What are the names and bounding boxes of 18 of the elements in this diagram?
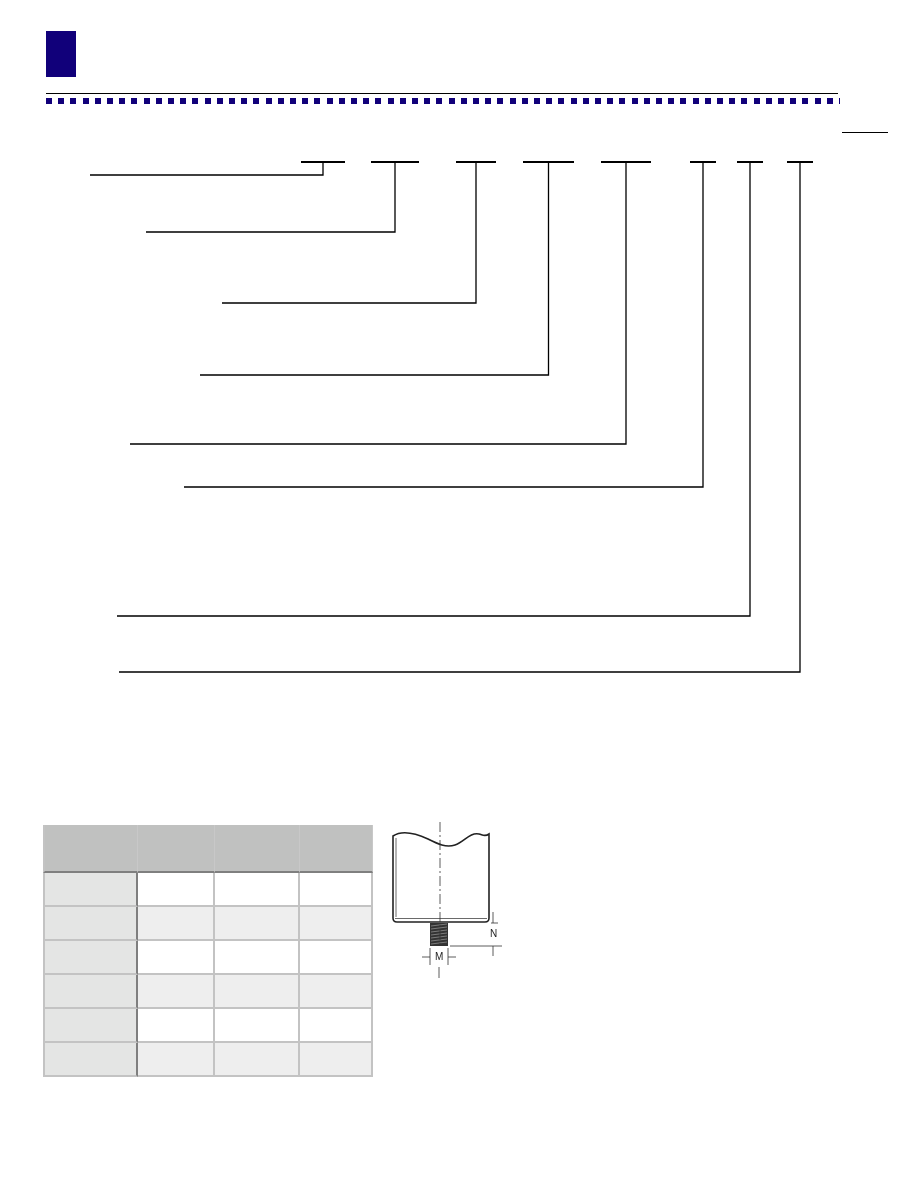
leader-line: [221, 162, 477, 304]
dimension-label: N: [490, 928, 498, 940]
leader-line: [116, 162, 751, 617]
underline-bar: [523, 161, 574, 163]
leader-line: [89, 162, 324, 176]
underline-bar: [371, 161, 419, 163]
underline-bar: [601, 161, 651, 163]
underline-bar: [737, 161, 763, 163]
leader-line: [199, 162, 550, 376]
underline-bar: [787, 161, 813, 163]
underline-bar: [456, 161, 496, 163]
leader-line: [145, 162, 396, 233]
dimension-label: M: [435, 951, 444, 963]
leader-line: [118, 162, 801, 673]
underline-bar: [301, 161, 345, 163]
leader-line: [183, 162, 704, 488]
leader-line: [129, 162, 627, 445]
underline-bar: [690, 161, 716, 163]
